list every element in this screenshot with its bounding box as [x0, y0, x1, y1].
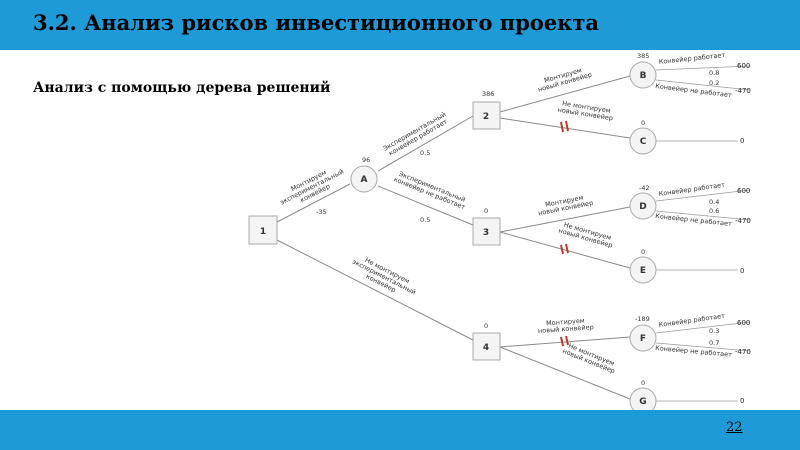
payoff-F-fails: -470	[735, 348, 751, 356]
branch-F-fails	[655, 342, 751, 352]
decision-node-2	[472, 101, 501, 130]
outcome-D-works-label: Конвейер работает	[658, 181, 725, 198]
svg-text:новый конвейер: новый конвейер	[538, 323, 594, 335]
outcome-B-fails-prob: 0.2	[709, 79, 719, 87]
node-D-value: -42	[639, 184, 650, 192]
edge-4-F	[499, 336, 631, 348]
slide-title: 3.2. Анализ рисков инвестиционного проек…	[33, 10, 599, 35]
edge-4-G	[499, 346, 631, 400]
edge-A-2	[377, 115, 474, 172]
rejected-mark-4-F	[560, 335, 569, 347]
node-G-label: G	[639, 397, 646, 407]
node-1-label: 1	[260, 227, 266, 237]
edge-A-2-prob: 0.5	[420, 149, 430, 157]
edge-A-3-prob: 0.5	[420, 216, 430, 224]
node-3-value: 0	[484, 207, 488, 215]
decision-node-4	[472, 332, 501, 361]
node-G-value: 0	[641, 379, 645, 387]
node-E-value: 0	[641, 248, 645, 256]
edge-1-4	[276, 239, 474, 341]
edge-4-G-label: Не монтируем новый конвейер	[561, 342, 616, 376]
edge-2-B	[499, 75, 631, 113]
payoff-F-works: 600	[737, 319, 750, 327]
page-number: 22	[726, 420, 743, 435]
payoff-E: 0	[740, 267, 744, 275]
node-A-value: 96	[362, 156, 370, 164]
svg-text:Монтируем: Монтируем	[546, 317, 585, 328]
chance-node-A	[350, 165, 378, 193]
svg-text:экспериментальный: экспериментальный	[279, 167, 345, 206]
header-bar	[0, 0, 800, 50]
branch-D-fails	[655, 210, 751, 221]
payoff-D-works: 600	[737, 187, 750, 195]
decision-tree-diagram: 1 2 386 3 0 4 0 A 96 B 385 C 0 D -42 E 0…	[248, 51, 751, 410]
chance-node-D	[629, 192, 657, 220]
chance-node-G	[629, 387, 657, 410]
outcome-D-works-prob: 0.4	[709, 198, 719, 206]
edge-1-A-value: -35	[316, 208, 327, 216]
node-C-value: 0	[641, 119, 645, 127]
edge-3-D-label: Монтируем новый конвейер	[537, 194, 593, 218]
payoff-B-works: 600	[737, 62, 750, 70]
edge-1-A	[276, 183, 351, 223]
payoff-C: 0	[740, 137, 744, 145]
chance-node-F	[629, 324, 657, 352]
node-B-label: B	[640, 71, 647, 81]
decision-node-3	[472, 217, 501, 246]
edge-3-E	[499, 231, 631, 269]
node-E-label: E	[640, 266, 646, 276]
outcome-B-works-prob: 0.8	[709, 69, 719, 77]
outcome-D-fails-prob: 0.6	[709, 207, 719, 215]
edge-3-D	[499, 206, 631, 233]
payoff-D-fails: -470	[735, 217, 751, 225]
edge-2-B-label: Монтируем новый конвейер	[537, 66, 593, 93]
edge-A-3	[377, 185, 474, 226]
node-F-label: F	[640, 334, 646, 344]
branch-D-works	[655, 189, 751, 202]
decision-node-1	[248, 215, 278, 245]
outcome-B-works-label: Конвейер работает	[658, 51, 725, 66]
footer-bar	[0, 410, 800, 450]
edge-4-F-label: Монтируем новый конвейер	[538, 317, 594, 335]
outcome-B-fails-label: Конвейер не работает	[655, 82, 733, 99]
node-A-label: A	[361, 175, 368, 185]
node-2-value: 386	[482, 90, 494, 98]
edge-1-A-label: Монтируем экспериментальный конвейер	[279, 167, 345, 206]
node-3-label: 3	[483, 228, 489, 238]
payoff-B-fails: -470	[735, 87, 751, 95]
payoff-G: 0	[740, 397, 744, 405]
slide-subtitle: Анализ с помощью дерева решений	[33, 80, 331, 96]
outcome-F-works-prob: 0.3	[709, 327, 719, 335]
node-4-label: 4	[483, 343, 489, 353]
svg-text:Экспериментальный: Экспериментальный	[382, 110, 448, 153]
chance-node-C	[629, 127, 657, 155]
node-4-value: 0	[484, 322, 488, 330]
node-2-label: 2	[483, 112, 489, 122]
rejected-mark-2-C	[560, 120, 569, 133]
chance-node-E	[629, 256, 657, 284]
edge-2-C	[499, 117, 631, 139]
node-B-value: 385	[637, 52, 649, 60]
branch-B-fails	[655, 79, 751, 91]
rejected-mark-3-E	[560, 243, 569, 255]
node-C-label: C	[640, 137, 647, 147]
edge-A-3-label: Экспериментальный конвейер не работает	[393, 170, 467, 212]
chance-node-B	[629, 61, 657, 89]
node-D-label: D	[639, 202, 646, 212]
edge-2-C-label: Не монтируем новый конвейер	[557, 99, 613, 122]
branch-F-works	[655, 321, 751, 334]
branch-B-works	[655, 65, 751, 71]
outcome-F-fails-prob: 0.7	[709, 339, 719, 347]
node-F-value: -189	[635, 315, 650, 323]
